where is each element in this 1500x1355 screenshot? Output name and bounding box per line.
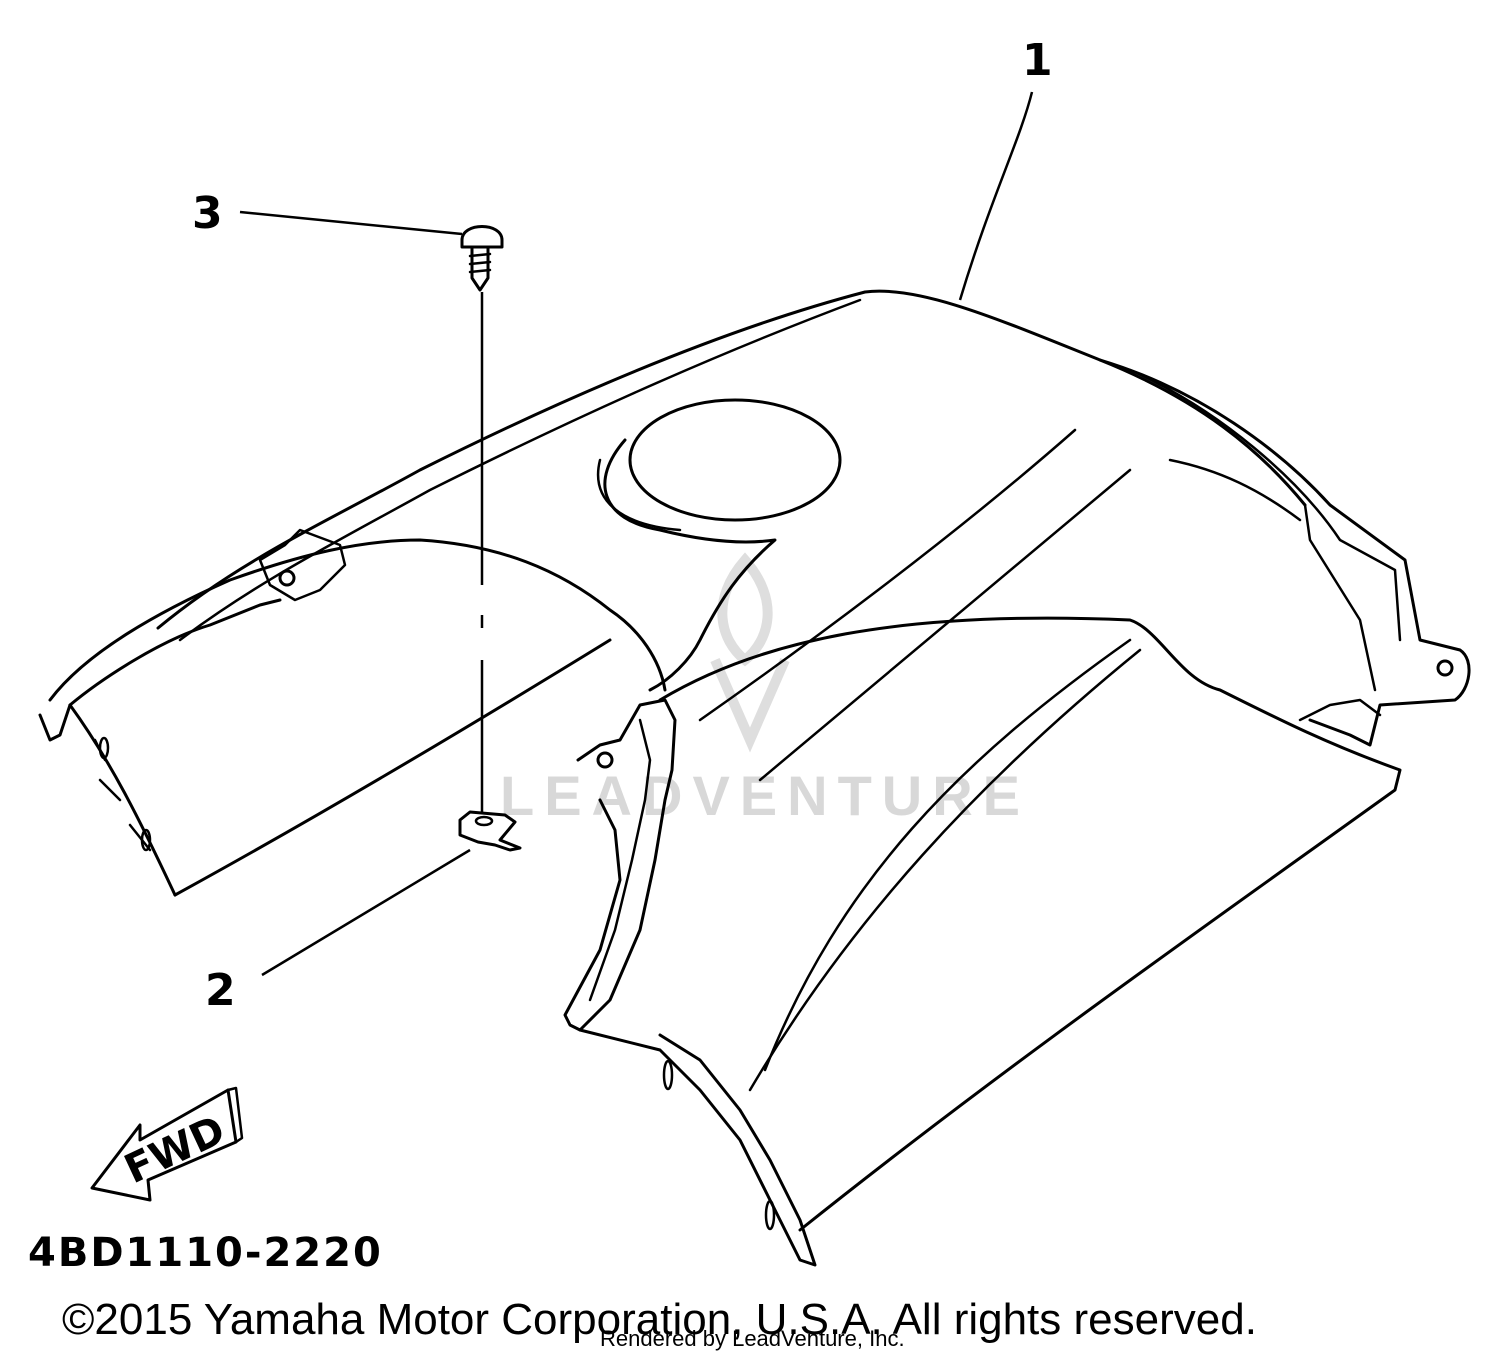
callout-2[interactable]: 2 xyxy=(205,965,236,1016)
part-nut[interactable] xyxy=(458,810,522,852)
fwd-arrow: FWD xyxy=(90,1086,244,1202)
copyright-notice: ©2015 Yamaha Motor Corporation, U.S.A. A… xyxy=(62,1295,1257,1344)
callout-1[interactable]: 1 xyxy=(1022,35,1053,86)
watermark: LEADVENTURE xyxy=(500,552,1030,827)
watermark-text: LEADVENTURE xyxy=(500,764,1030,827)
rendered-by-notice: Rendered by LeadVenture, Inc. xyxy=(600,1326,905,1351)
leader-lines xyxy=(239,91,1034,977)
part-screw[interactable] xyxy=(460,225,504,292)
drawing-code: 4BD1110-2220 xyxy=(28,1230,383,1276)
part-cover[interactable] xyxy=(38,289,1471,1267)
callout-3[interactable]: 3 xyxy=(192,188,223,239)
